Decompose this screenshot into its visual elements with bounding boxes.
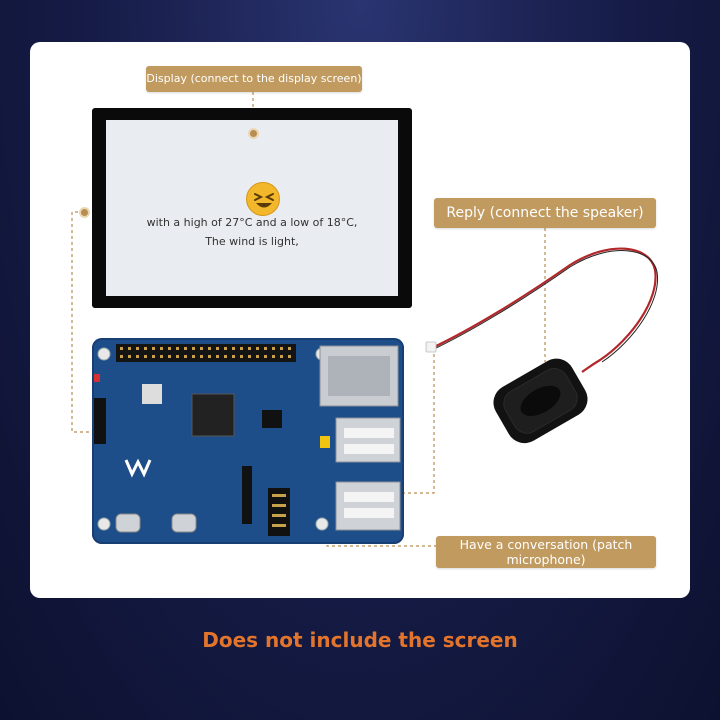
reply-label: Reply (connect the speaker) xyxy=(434,198,656,228)
display-screen-surface xyxy=(106,120,398,296)
conversation-label: Have a conversation (patch microphone) xyxy=(436,536,656,568)
conversation-label-line2: microphone) xyxy=(506,552,586,567)
left-dot xyxy=(79,207,90,218)
display-label: Display (connect to the display screen) xyxy=(146,66,362,92)
screen-text-line1: with a high of 27°C and a low of 18°C, xyxy=(146,216,358,229)
footer-note: Does not include the screen xyxy=(202,628,518,652)
reply-dot xyxy=(540,376,551,387)
conversation-label-line1: Have a conversation (patch xyxy=(459,537,633,552)
esp32-dev-board xyxy=(92,338,404,544)
screen-text-line2: The wind is light, xyxy=(205,235,299,248)
display-screen xyxy=(92,108,412,308)
display-dot xyxy=(248,128,259,139)
laughing-emoji-icon xyxy=(246,182,280,216)
